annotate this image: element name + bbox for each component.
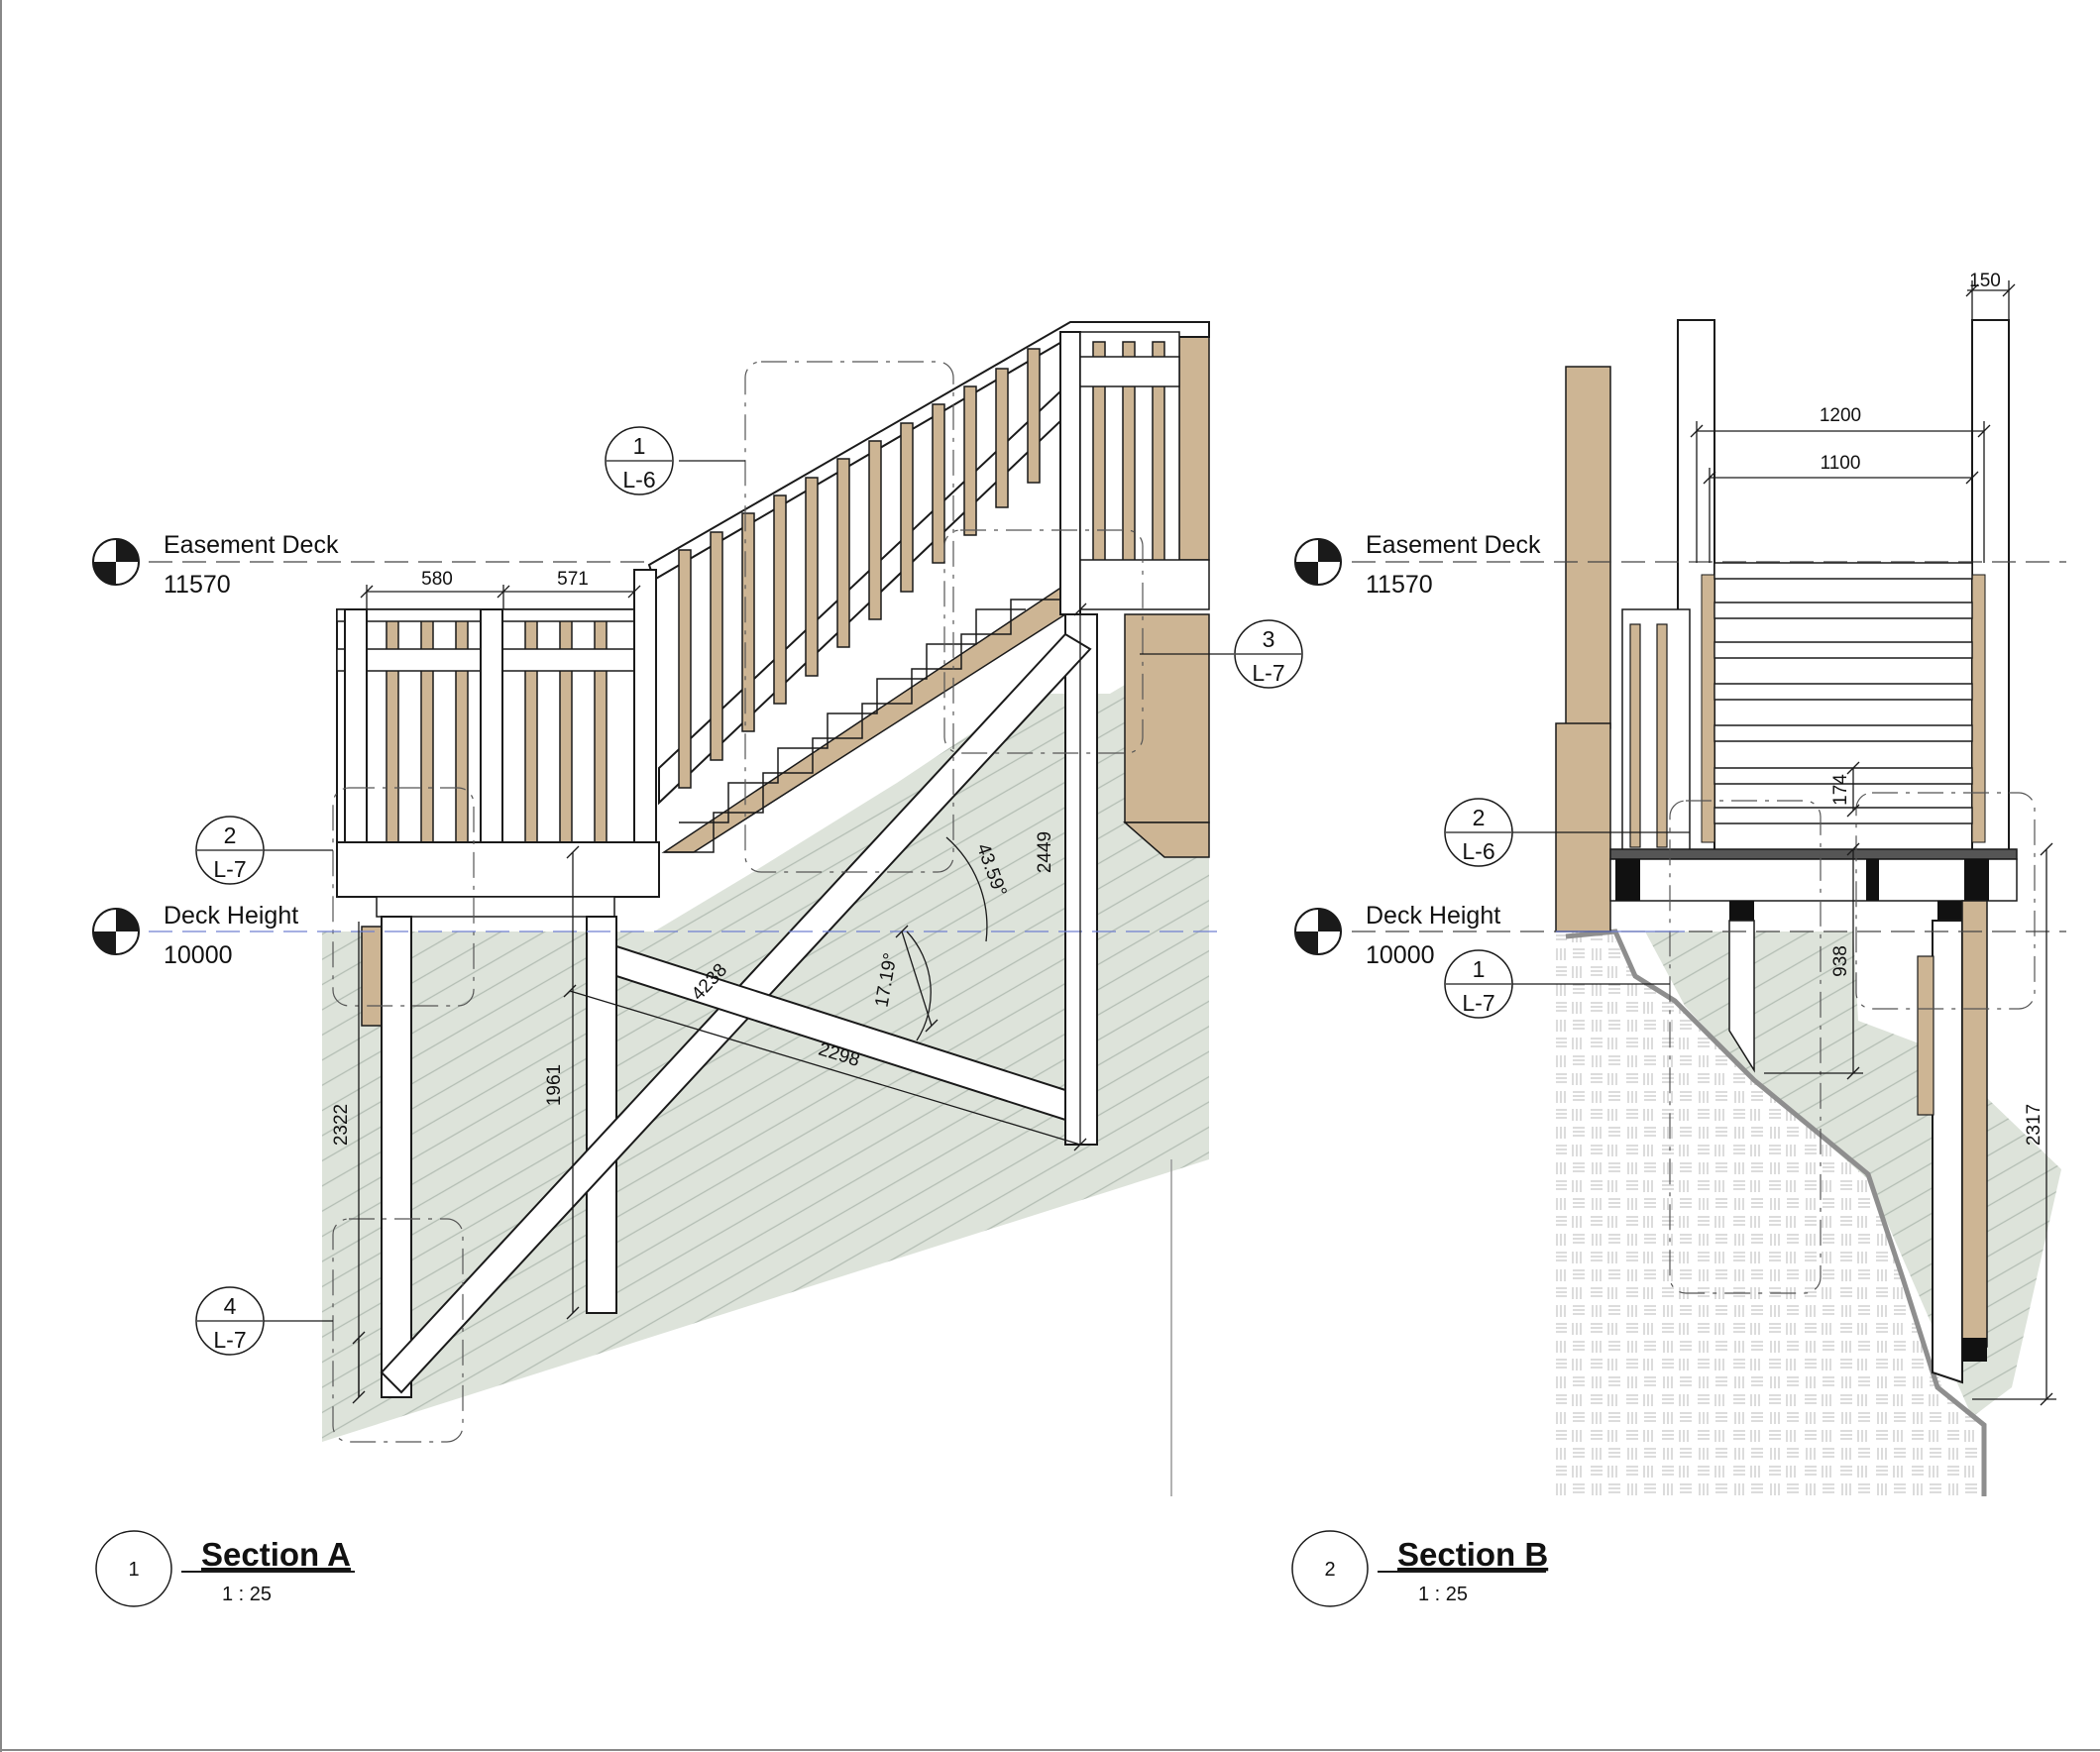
callout-1-l7-sheet: L-7 — [1462, 990, 1494, 1016]
section-b-deck — [1609, 848, 2018, 860]
view-name-b: Section B — [1397, 1536, 1548, 1573]
section-b-deck-band — [1609, 858, 2018, 902]
dim-938: 938 — [1830, 945, 1851, 977]
level-marker-easement-b — [1294, 538, 1342, 586]
deck-platform — [336, 841, 660, 898]
callout-2-l7-sheet: L-7 — [213, 856, 246, 882]
section-b-treads — [1713, 562, 1973, 824]
callout-3-l7-sheet: L-7 — [1252, 660, 1284, 686]
level-value-deck-a: 10000 — [164, 941, 233, 969]
section-b-wall-lower — [1555, 722, 1611, 932]
view-name-a: Section A — [201, 1536, 351, 1573]
view-title-section-b: 2 Section B 1 : 25 — [1291, 1530, 1548, 1607]
section-b-side-timber — [1917, 955, 1934, 1116]
view-scale-b: 1 : 25 — [1418, 1584, 1468, 1605]
lower-timber-strip — [361, 926, 383, 1027]
dimension-lines-a — [352, 585, 1087, 1404]
callout-4-l7-num: 4 — [224, 1293, 237, 1319]
section-b-wall-upper — [1565, 366, 1611, 729]
callout-2-l6-num: 2 — [1473, 805, 1486, 830]
dim-2317: 2317 — [2024, 1104, 2045, 1146]
brace-short — [615, 944, 1066, 1122]
section-b-deck-balusters — [1629, 623, 1668, 848]
callout-2-l6[interactable]: 2 L-6 — [1444, 798, 1690, 867]
callout-2-l7[interactable]: 2 L-7 — [195, 816, 333, 885]
upper-post — [1059, 331, 1081, 615]
callout-4-l7-sheet: L-7 — [213, 1327, 246, 1353]
callout-1-l6-sheet: L-6 — [622, 467, 655, 493]
column-left — [381, 916, 412, 1398]
upper-deck-band — [1079, 559, 1210, 610]
view-title-section-a: 1 Section A 1 : 25 — [95, 1530, 355, 1607]
dim-571: 571 — [557, 569, 589, 590]
section-b-detail-boundaries — [1669, 792, 2036, 1294]
section-b: Easement Deck 11570 Deck Height 10000 — [1291, 271, 2066, 1607]
level-name-deck-b: Deck Height — [1366, 902, 1500, 930]
callout-2-l7-num: 2 — [224, 822, 237, 848]
callout-1-l7-num: 1 — [1473, 956, 1486, 982]
view-scale-a: 1 : 25 — [222, 1584, 272, 1605]
dim-150: 150 — [1969, 271, 2001, 291]
level-name-deck-a: Deck Height — [164, 902, 298, 930]
callout-1-l7[interactable]: 1 L-7 — [1444, 949, 1670, 1019]
level-name-easement-a: Easement Deck — [164, 531, 339, 559]
deck-bearer — [376, 896, 615, 918]
section-b-post-left-timber — [1701, 574, 1715, 843]
dim-2449: 2449 — [1035, 831, 1055, 873]
section-a-timber-wall-foot — [1123, 821, 1210, 858]
callout-3-l7-num: 3 — [1263, 626, 1275, 652]
level-name-easement-b: Easement Deck — [1366, 531, 1541, 559]
view-number-b: 2 — [1324, 1559, 1335, 1581]
section-b-paving — [1556, 931, 1984, 1496]
dim-1200: 1200 — [1820, 405, 1861, 426]
section-a: Easement Deck 11570 Deck Height 10000 — [92, 321, 1303, 1607]
section-a-timber-upper — [1178, 321, 1210, 561]
dim-1100: 1100 — [1821, 453, 1861, 474]
view-number-a: 1 — [128, 1559, 139, 1581]
level-value-easement-a: 11570 — [164, 571, 231, 599]
section-a-timber-wall — [1124, 613, 1210, 823]
stair-treads — [664, 599, 1065, 853]
level-value-deck-b: 10000 — [1366, 941, 1435, 969]
detail-boundaries — [332, 361, 1144, 1443]
callout-3-l7[interactable]: 3 L-7 — [1140, 619, 1303, 689]
level-marker-easement-a — [92, 538, 140, 586]
level-marker-deck-a — [92, 908, 140, 955]
dim-174: 174 — [1830, 774, 1851, 806]
stair-balusters — [678, 348, 1041, 789]
dim-580: 580 — [421, 569, 453, 590]
upper-rail — [1079, 356, 1180, 387]
callout-1-l6-num: 1 — [633, 433, 646, 459]
dim-1961: 1961 — [544, 1064, 565, 1106]
callout-1-l6[interactable]: 1 L-6 — [605, 426, 745, 495]
callout-4-l7[interactable]: 4 L-7 — [195, 1286, 333, 1356]
dimension-lines-b — [1690, 280, 2056, 1406]
level-value-easement-b: 11570 — [1366, 571, 1433, 599]
column-mid — [586, 916, 617, 1314]
section-b-post-right-timber — [1971, 574, 1986, 843]
section-b-pier-left — [1728, 920, 1755, 1073]
section-b-ground-profile — [1565, 929, 1987, 1496]
column-right — [1064, 613, 1098, 1146]
section-b-column-foot — [1962, 1338, 1987, 1362]
upper-balusters — [1092, 341, 1165, 566]
section-b-joists — [1615, 859, 1989, 921]
section-b-column-right — [1932, 920, 1963, 1384]
callout-2-l6-sheet: L-6 — [1462, 838, 1494, 864]
section-b-column-timber — [1961, 900, 1988, 1348]
dim-2322: 2322 — [331, 1104, 352, 1146]
level-marker-deck-b — [1294, 908, 1342, 955]
